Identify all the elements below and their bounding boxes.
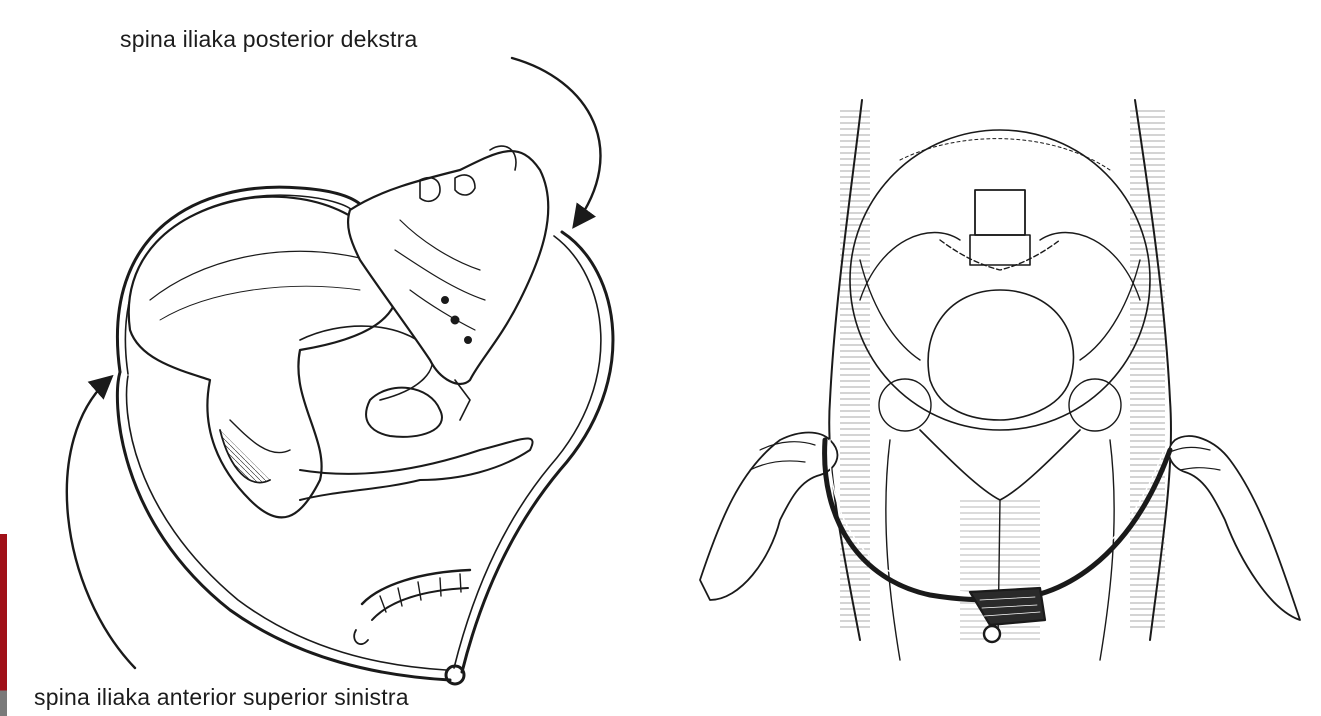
pelvis-with-pelvimeter-icon — [67, 58, 613, 684]
right-hand — [1169, 436, 1300, 620]
left-hand — [700, 433, 837, 601]
vertebra — [975, 190, 1025, 235]
sacrum-bone — [348, 151, 548, 384]
pelvic-inlet — [928, 290, 1073, 420]
belly-outline — [850, 130, 1150, 430]
pelvimeter-scale — [362, 570, 470, 604]
arrow-anterior — [67, 378, 135, 668]
pubic-ring — [300, 438, 533, 500]
abdomen-pelvimeter-measurement-icon — [700, 100, 1300, 660]
